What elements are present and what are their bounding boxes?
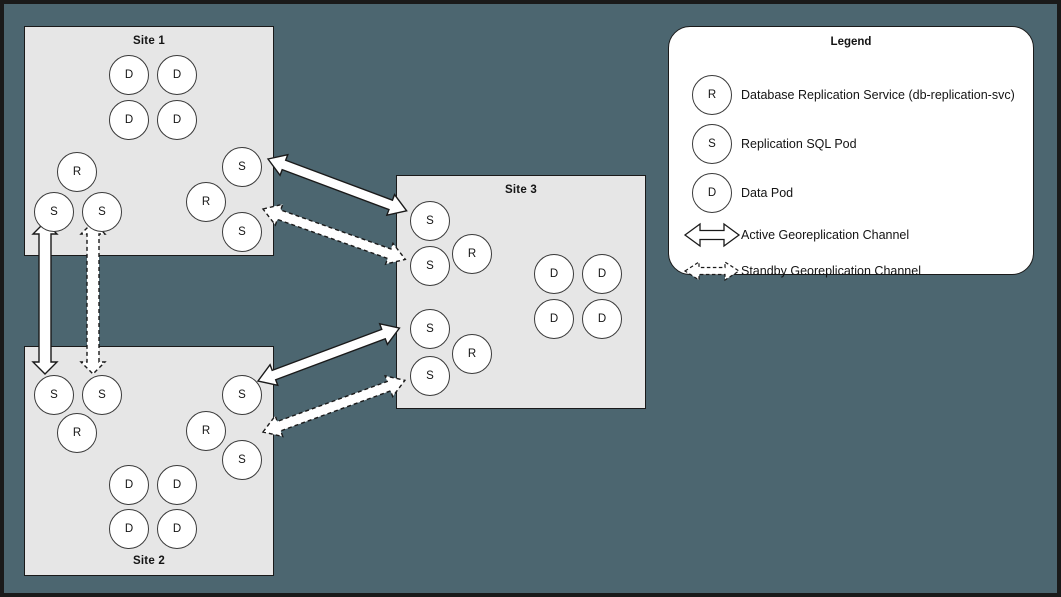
legend-label-replication-service: Database Replication Service (db-replica… (741, 88, 1015, 102)
site-title-site-2: Site 2 (133, 555, 165, 567)
legend-symbol-s: S (683, 124, 741, 164)
node-site-3-d-2[interactable]: D (582, 254, 622, 294)
node-site-1-d-4[interactable]: D (157, 100, 197, 140)
node-site-2-r-right[interactable]: R (186, 411, 226, 451)
node-site-2-s-left-2[interactable]: S (82, 375, 122, 415)
node-site-2-d-1[interactable]: D (109, 465, 149, 505)
legend-label-data-pod: Data Pod (741, 186, 794, 200)
node-site-1-s-right-1[interactable]: S (222, 147, 262, 187)
legend-symbol-r: R (683, 75, 741, 115)
node-site-3-d-4[interactable]: D (582, 299, 622, 339)
double-arrow-dashed-icon (683, 260, 741, 282)
channel-site1-site3-standby[interactable] (259, 199, 409, 270)
channel-site1-site3-active[interactable] (264, 149, 410, 221)
site-box-site-2[interactable]: Site 2 S S R S R S D D D D (24, 346, 274, 576)
node-site-2-s-left-1[interactable]: S (34, 375, 74, 415)
legend-node-s: S (692, 124, 732, 164)
legend-title: Legend (830, 36, 872, 48)
node-site-3-d-1[interactable]: D (534, 254, 574, 294)
double-arrow-solid-icon (683, 222, 741, 248)
site-title-site-3: Site 3 (505, 184, 537, 196)
legend-item-standby-channel: Standby Georeplication Channel (683, 251, 1023, 291)
node-site-3-s-top-1[interactable]: S (410, 201, 450, 241)
node-site-1-d-3[interactable]: D (109, 100, 149, 140)
legend-item-sql-pod: S Replication SQL Pod (683, 124, 1023, 164)
legend-item-active-channel: Active Georeplication Channel (683, 215, 1023, 255)
legend-label-sql-pod: Replication SQL Pod (741, 137, 857, 151)
legend-label-active-channel: Active Georeplication Channel (741, 228, 910, 242)
node-site-2-d-3[interactable]: D (109, 509, 149, 549)
legend-symbol-d: D (683, 173, 741, 213)
legend-item-data-pod: D Data Pod (683, 173, 1023, 213)
node-site-2-s-right-1[interactable]: S (222, 375, 262, 415)
legend-node-d: D (692, 173, 732, 213)
node-site-2-s-right-2[interactable]: S (222, 440, 262, 480)
node-site-3-r-bot[interactable]: R (452, 334, 492, 374)
node-site-3-s-top-2[interactable]: S (410, 246, 450, 286)
node-site-3-r-top[interactable]: R (452, 234, 492, 274)
legend-panel: Legend R Database Replication Service (d… (668, 26, 1034, 282)
node-site-2-d-4[interactable]: D (157, 509, 197, 549)
node-site-3-d-3[interactable]: D (534, 299, 574, 339)
site-title-site-1: Site 1 (133, 35, 165, 47)
node-site-1-s-left-2[interactable]: S (82, 192, 122, 232)
legend-symbol-active-arrow (683, 215, 741, 255)
legend-item-replication-service: R Database Replication Service (db-repli… (683, 75, 1023, 115)
node-site-1-r-right[interactable]: R (186, 182, 226, 222)
node-site-3-s-bot-1[interactable]: S (410, 309, 450, 349)
site-box-site-3[interactable]: Site 3 S R S S R S D D D D (396, 175, 646, 409)
legend-symbol-standby-arrow (683, 251, 741, 291)
channel-site2-site3-active[interactable] (254, 318, 403, 391)
node-site-2-d-2[interactable]: D (157, 465, 197, 505)
node-site-1-s-left-1[interactable]: S (34, 192, 74, 232)
node-site-2-r-left[interactable]: R (57, 413, 97, 453)
node-site-1-r-left[interactable]: R (57, 152, 97, 192)
legend-label-standby-channel: Standby Georeplication Channel (741, 264, 921, 278)
node-site-1-d-1[interactable]: D (109, 55, 149, 95)
node-site-3-s-bot-2[interactable]: S (410, 356, 450, 396)
node-site-1-s-right-2[interactable]: S (222, 212, 262, 252)
node-site-1-d-2[interactable]: D (157, 55, 197, 95)
legend-node-r: R (692, 75, 732, 115)
site-box-site-1[interactable]: Site 1 D D D D R S S S R S (24, 26, 274, 256)
channel-site2-site3-standby[interactable] (259, 370, 408, 442)
